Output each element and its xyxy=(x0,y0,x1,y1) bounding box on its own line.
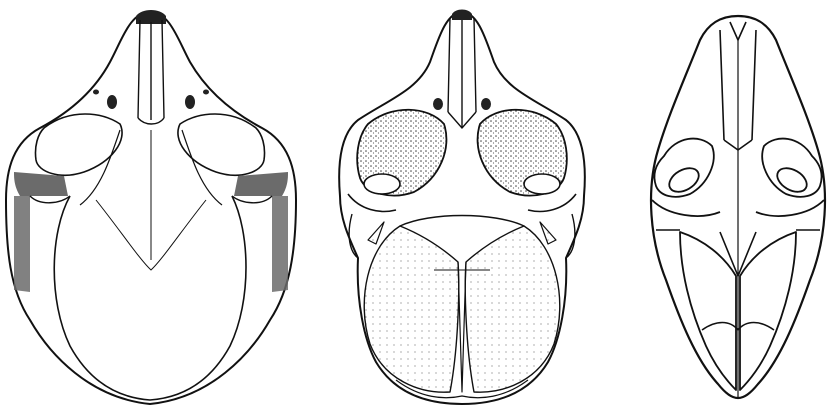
skull-middle-nasal xyxy=(448,18,476,128)
skull-left-nasal xyxy=(138,20,164,120)
skull-middle-optic-right xyxy=(524,174,560,194)
skull-right-parietal-left xyxy=(680,232,736,390)
skull-left-braincase xyxy=(54,196,246,400)
skull-middle xyxy=(339,10,585,405)
skull-right xyxy=(651,16,825,398)
skull-middle-optic-left xyxy=(364,174,400,194)
skull-right-orbit-left xyxy=(654,139,713,197)
skull-right-parietal-right xyxy=(740,232,796,390)
skull-left xyxy=(6,10,296,404)
skull-right-orbit-right xyxy=(762,139,821,197)
